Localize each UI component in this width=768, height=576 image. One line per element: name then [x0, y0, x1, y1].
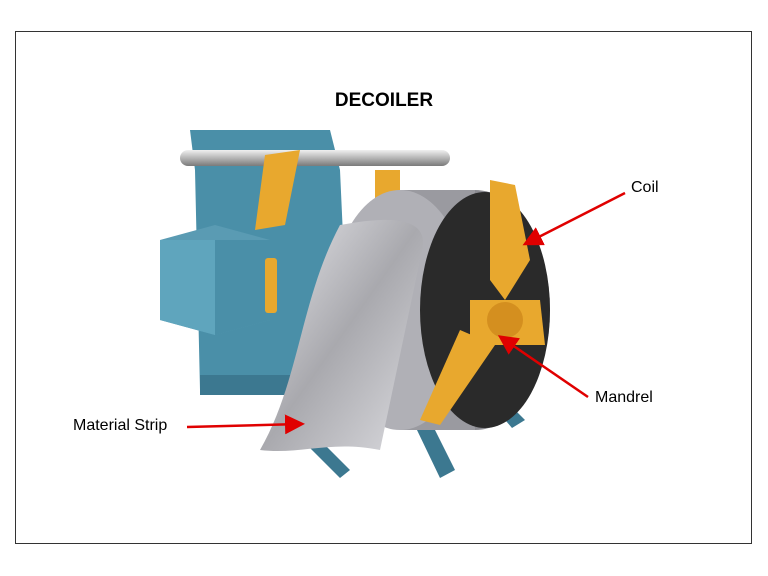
guide-rod [180, 150, 450, 166]
control-box [160, 225, 277, 335]
diagram-frame [15, 31, 752, 544]
label-coil: Coil [631, 179, 659, 196]
mandrel [420, 180, 545, 425]
material-strip [260, 219, 424, 452]
diagram-title: DECOILER [334, 90, 434, 111]
label-material-strip: Material Strip [73, 417, 168, 434]
arrows [186, 191, 626, 435]
label-mandrel: Mandrel [595, 389, 653, 406]
